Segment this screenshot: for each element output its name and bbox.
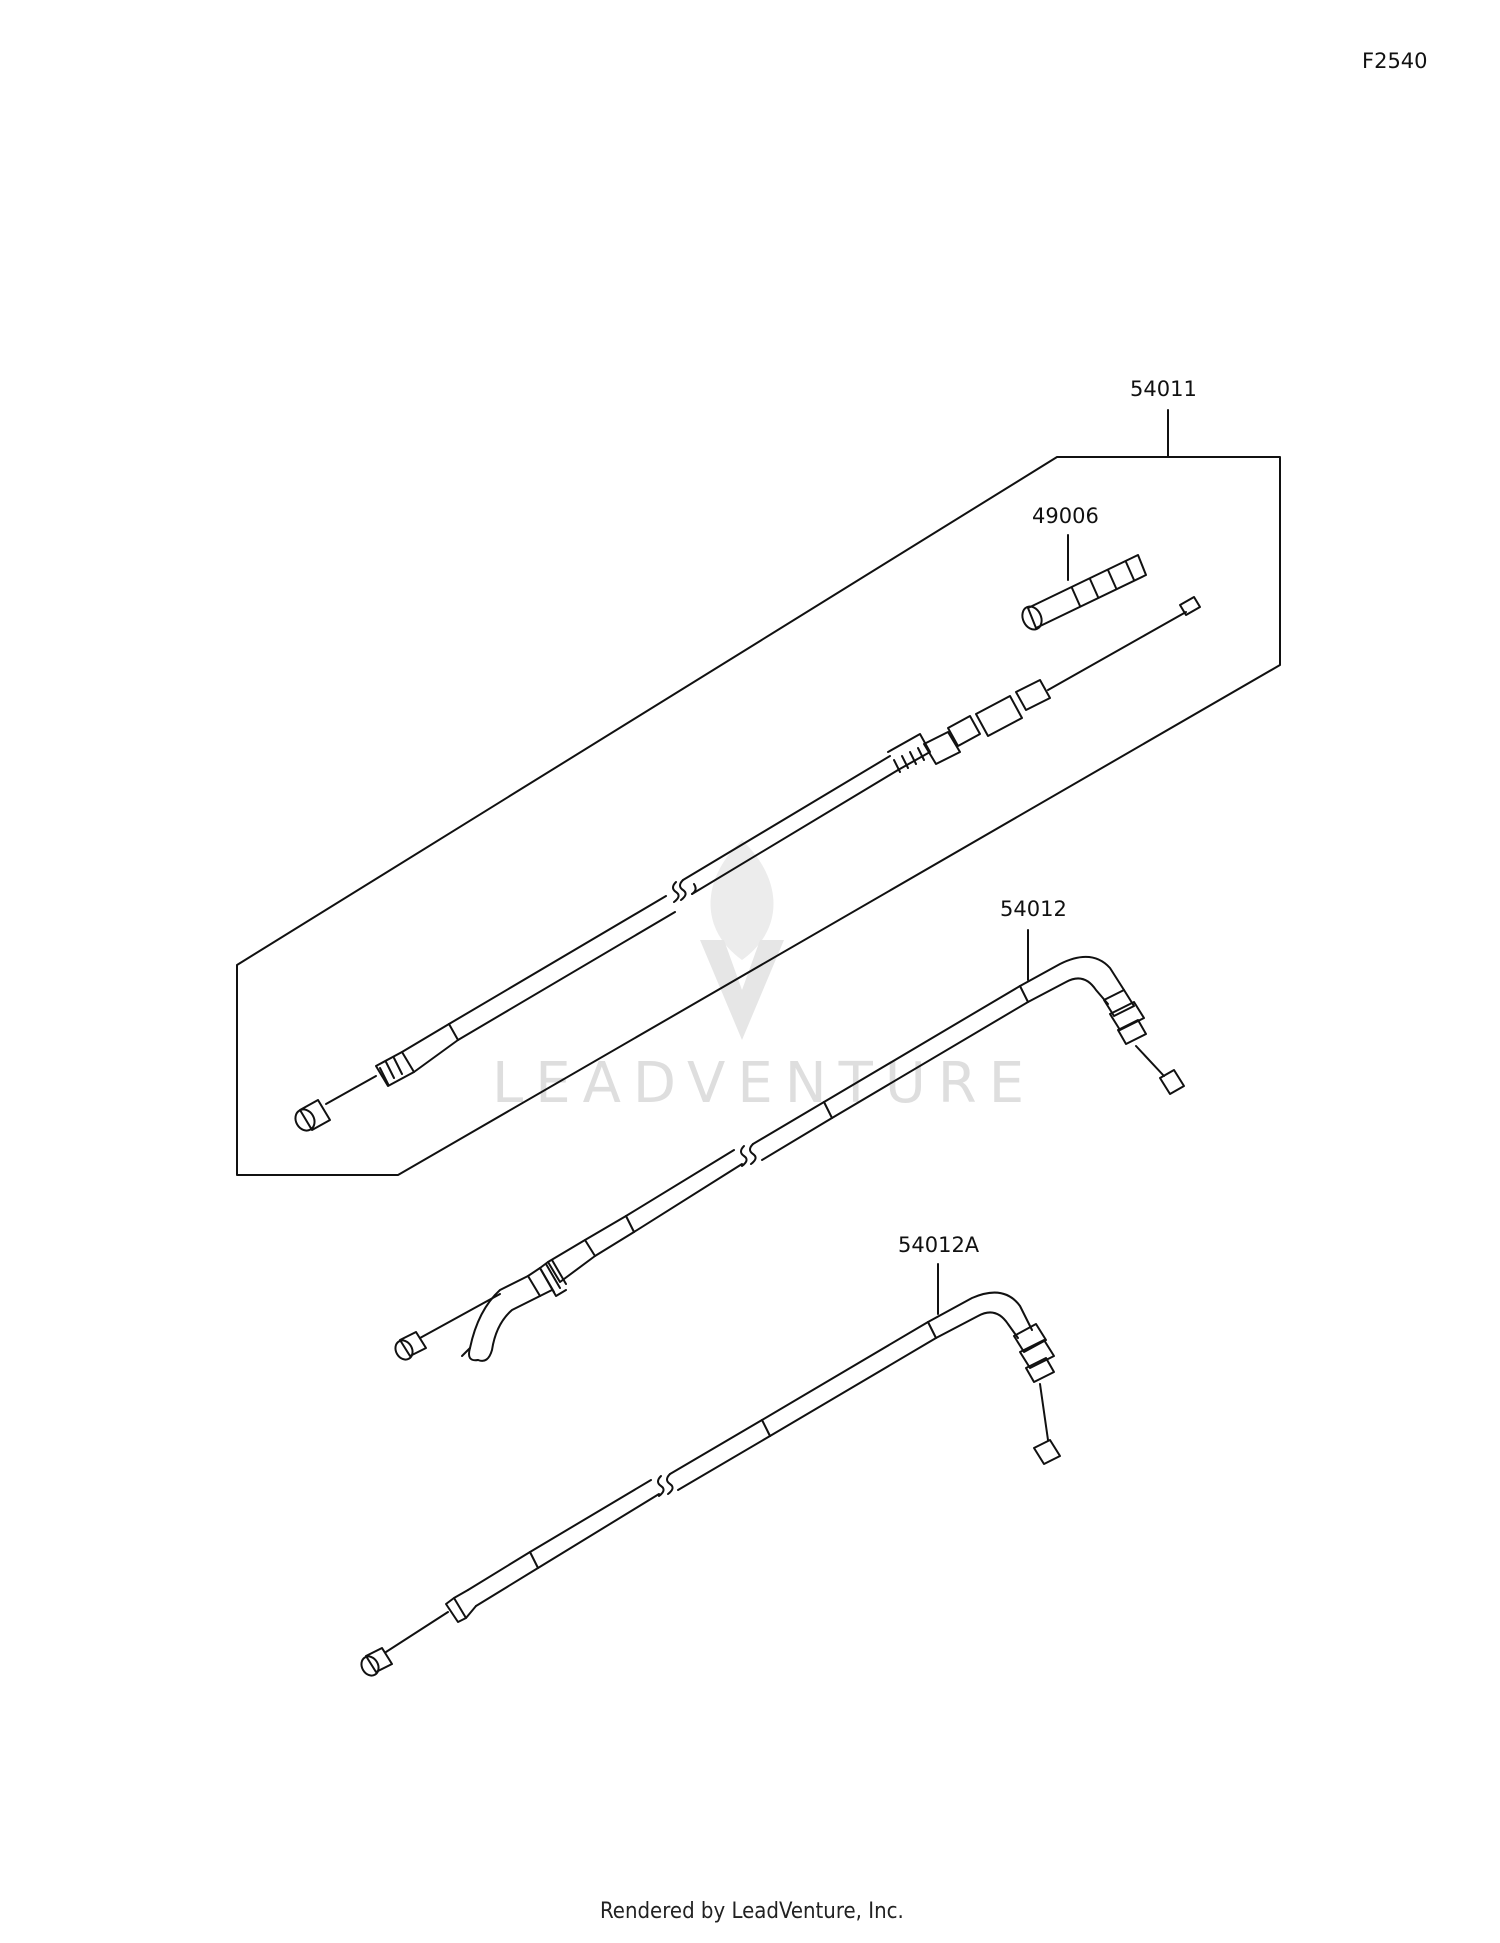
throttle-cable-54012[interactable] — [392, 956, 1185, 1363]
footer-credit: Rendered by LeadVenture, Inc. — [600, 1899, 904, 1924]
part-label-54012[interactable]: 54012 — [1000, 897, 1067, 921]
part-label-54011[interactable]: 54011 — [1130, 377, 1197, 401]
group-frame-54011 — [236, 456, 1281, 1176]
diagram-code: F2540 — [1362, 49, 1428, 73]
throttle-cable-54012A[interactable] — [358, 1291, 1061, 1679]
rubber-boot-49006[interactable] — [1019, 554, 1147, 633]
watermark-text: LEADVENTURE — [492, 1051, 1036, 1116]
part-label-49006[interactable]: 49006 — [1032, 504, 1099, 528]
clutch-cable-54011[interactable] — [292, 596, 1201, 1134]
part-label-54012A[interactable]: 54012A — [898, 1233, 980, 1257]
